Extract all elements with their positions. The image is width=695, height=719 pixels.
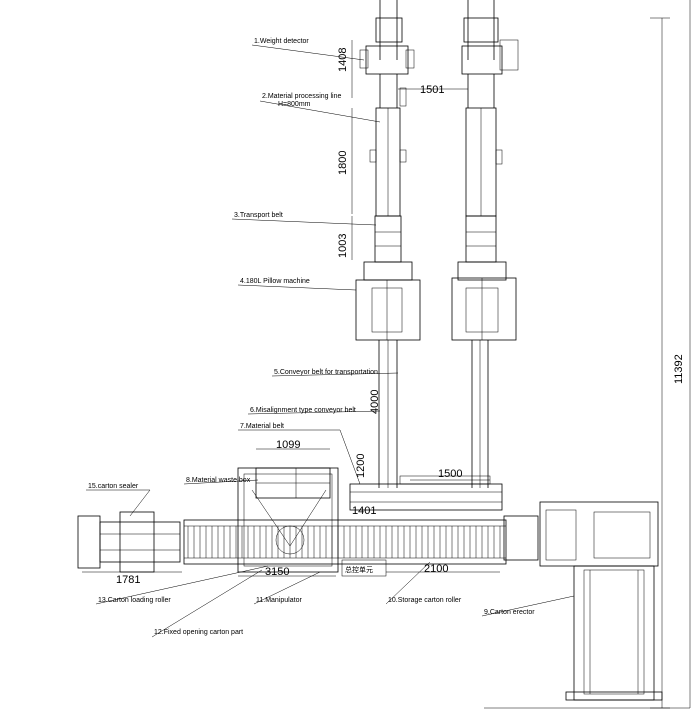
label-material-belt: 7.Material belt: [240, 423, 284, 430]
dim-1401: 1401: [352, 505, 376, 517]
label-misalignment-conveyor: 6.Misalignment type conveyor belt: [250, 407, 356, 414]
control-unit-label: 总控单元: [345, 565, 373, 574]
label-transport-conveyor: 5.Conveyor belt for transportation: [274, 369, 378, 376]
dim-1003: 1003: [337, 234, 349, 258]
transport-belt-b: [465, 215, 497, 263]
label-transport-belt: 3.Transport belt: [234, 212, 283, 219]
label-processing-height: H=800mm: [278, 101, 311, 108]
dimension-lines: [82, 0, 691, 709]
leader-lines: [86, 44, 575, 638]
manipulator: [237, 467, 339, 573]
label-fixed-opening-part: 12.Fixed opening carton part: [154, 629, 243, 636]
weight-detector-a: [365, 45, 409, 75]
dim-1200: 1200: [355, 454, 367, 478]
label-manipulator: 11.Manipulator: [256, 597, 302, 604]
dim-2100: 2100: [424, 563, 448, 575]
weight-detector-b: [461, 45, 503, 75]
dim-3150: 3150: [265, 566, 289, 578]
label-pillow-machine: 4.180L Pillow machine: [240, 278, 310, 285]
pillow-machine-a: [355, 279, 421, 341]
carton-sealer: [77, 511, 181, 573]
line-a: [355, 0, 421, 488]
label-carton-loading-roller: 13.Carton loading roller: [98, 597, 171, 604]
dim-1501: 1501: [420, 84, 444, 96]
dim-1099: 1099: [276, 439, 300, 451]
line-b: [451, 0, 519, 488]
roller-line: [183, 519, 507, 565]
label-weight-detector: 1.Weight detector: [254, 38, 309, 45]
roller-ticks: [187, 526, 501, 558]
misalignment-conveyor: [349, 475, 503, 511]
label-carton-sealer: 15.carton sealer: [88, 483, 139, 490]
label-carton-erector: 9.Carton erector: [484, 609, 535, 616]
transport-belt-a: [374, 215, 402, 263]
dim-1408: 1408: [337, 48, 349, 72]
carton-erector: [503, 501, 663, 701]
label-storage-roller: 10.Storage carton roller: [388, 597, 462, 604]
label-waste-box: 8.Material waste box: [186, 477, 251, 484]
pillow-machine-b: [451, 277, 517, 341]
dim-1500: 1500: [438, 468, 462, 480]
dim-11392: 11392: [673, 354, 685, 384]
control-unit-box: [341, 559, 387, 577]
carton-magazine: [573, 565, 655, 701]
dim-1781: 1781: [116, 574, 140, 586]
material-belt-area: [255, 467, 331, 499]
label-processing-line: 2.Material processing line: [262, 93, 341, 100]
dim-1800: 1800: [337, 151, 349, 175]
dim-4000: 4000: [369, 390, 381, 414]
